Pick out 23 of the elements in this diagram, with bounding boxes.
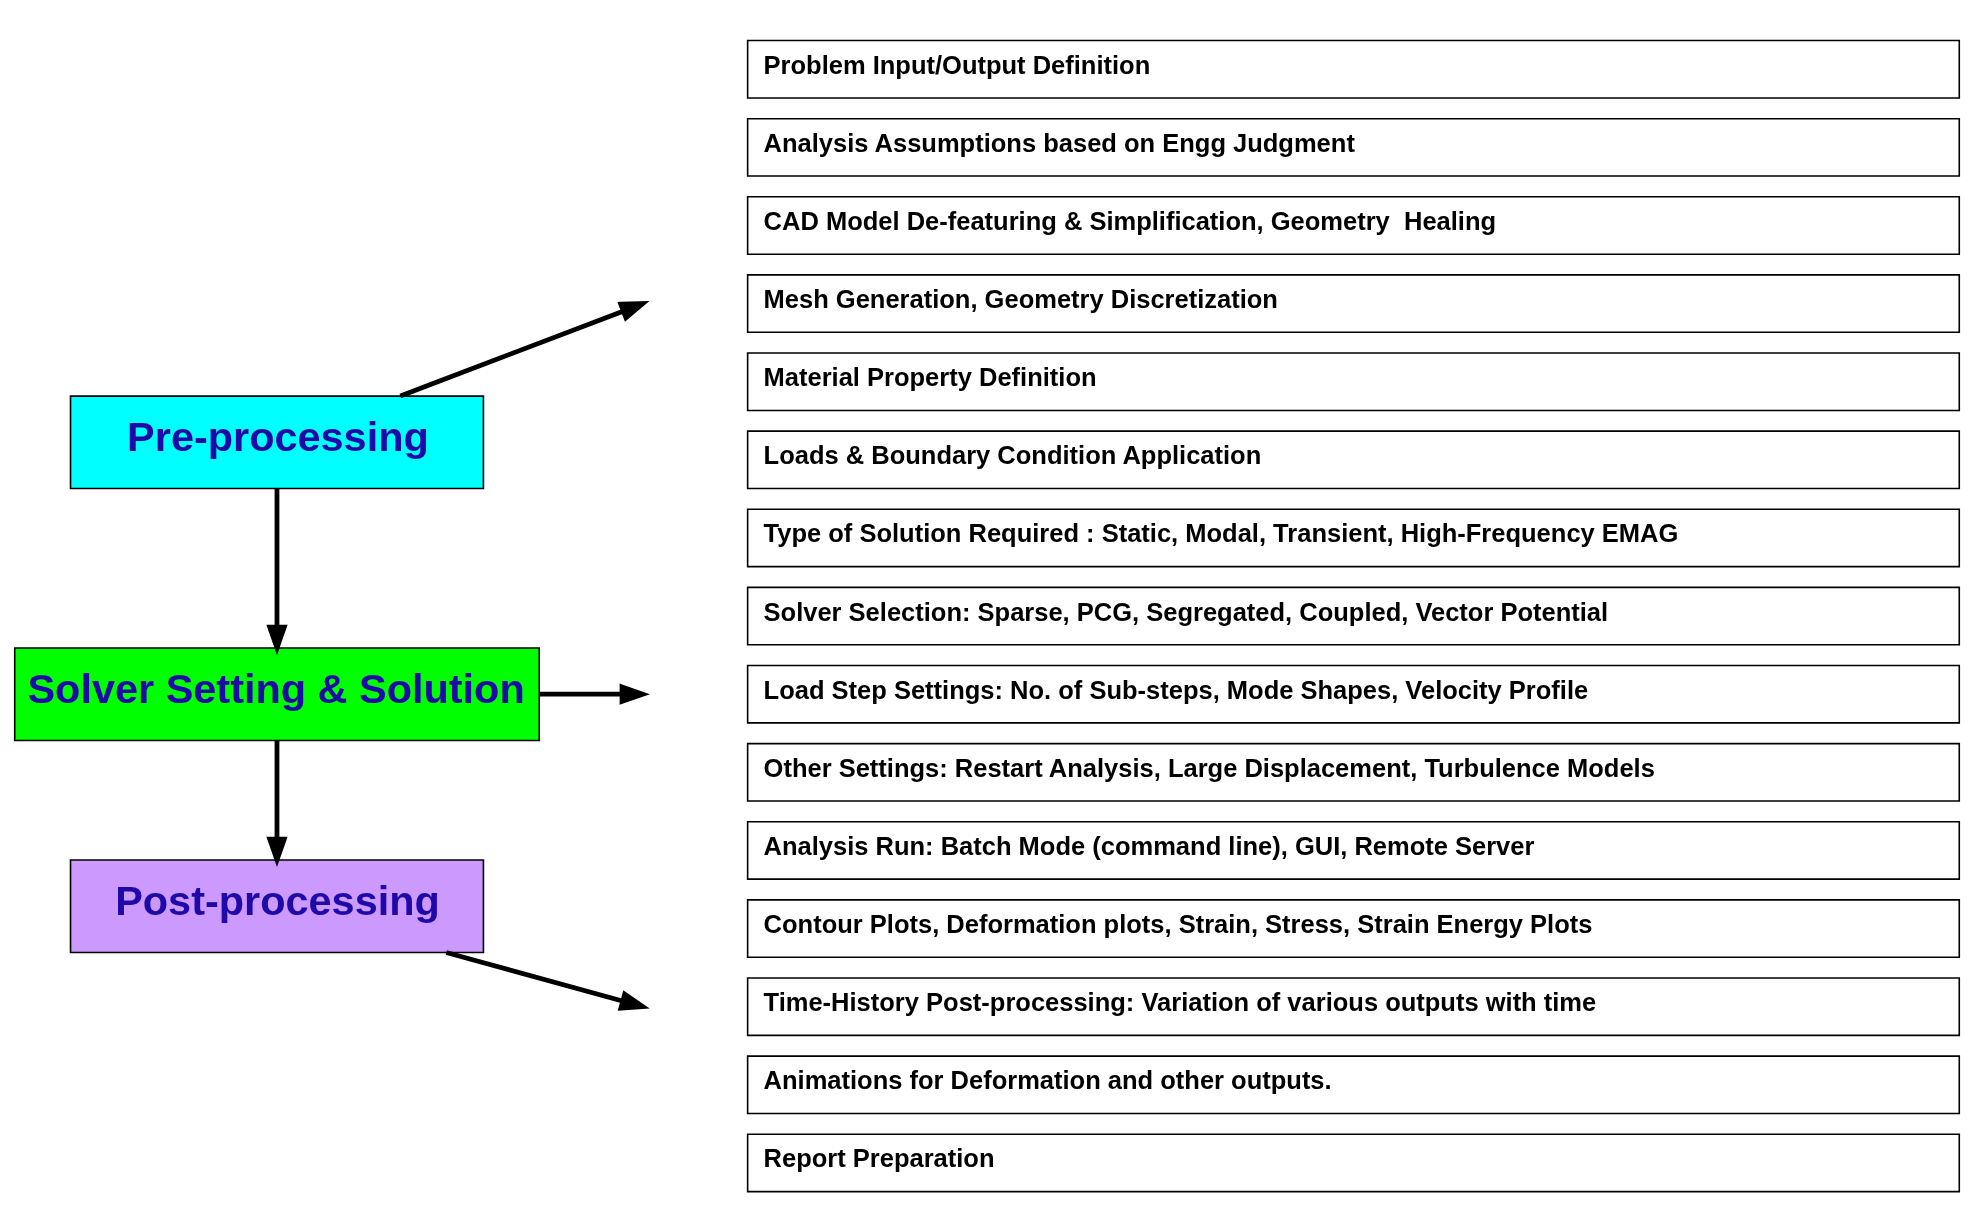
node-box: Solver Setting & Solution: [13, 647, 541, 742]
node-box: Problem Input/Output Definition: [746, 39, 1961, 99]
node-box: Analysis Run: Batch Mode (command line), GUI, Remote Server: [746, 820, 1961, 880]
node-box: Type of Solution Required : Static, Modal, Transient, High-Frequency EMAG: [746, 508, 1961, 568]
node-box: Loads & Boundary Condition Application: [746, 430, 1961, 490]
node-box: CAD Model De-featuring & Simplification, Geometry Healing: [746, 196, 1961, 255]
node-box: Solver Selection: Sparse, PCG, Segregated, Coupled, Vector Potential: [746, 586, 1961, 646]
node-box: Pre-processing: [69, 395, 485, 490]
arrow: [266, 740, 288, 868]
arrow: [266, 488, 288, 656]
node-box: Analysis Assumptions based on Engg Judgment: [746, 117, 1961, 177]
node-box: Report Preparation: [746, 1133, 1961, 1193]
node-box: Material Property Definition: [746, 352, 1961, 412]
node-box: Mesh Generation, Geometry Discretization: [746, 274, 1961, 334]
arrow: [445, 950, 650, 1011]
node-box: Time-History Post-processing: Variation of various outputs with time: [746, 977, 1961, 1037]
arrow: [539, 683, 650, 705]
node-box: Post-processing: [69, 859, 485, 954]
arrow: [399, 301, 650, 399]
node-box: Animations for Deformation and other outputs.: [746, 1055, 1961, 1115]
node-box: Contour Plots, Deformation plots, Strain, Stress, Strain Energy Plots: [746, 899, 1961, 959]
node-box: Other Settings: Restart Analysis, Large Displacement, Turbulence Models: [746, 742, 1961, 802]
node-box: Load Step Settings: No. of Sub-steps, Mode Shapes, Velocity Profile: [746, 664, 1961, 724]
